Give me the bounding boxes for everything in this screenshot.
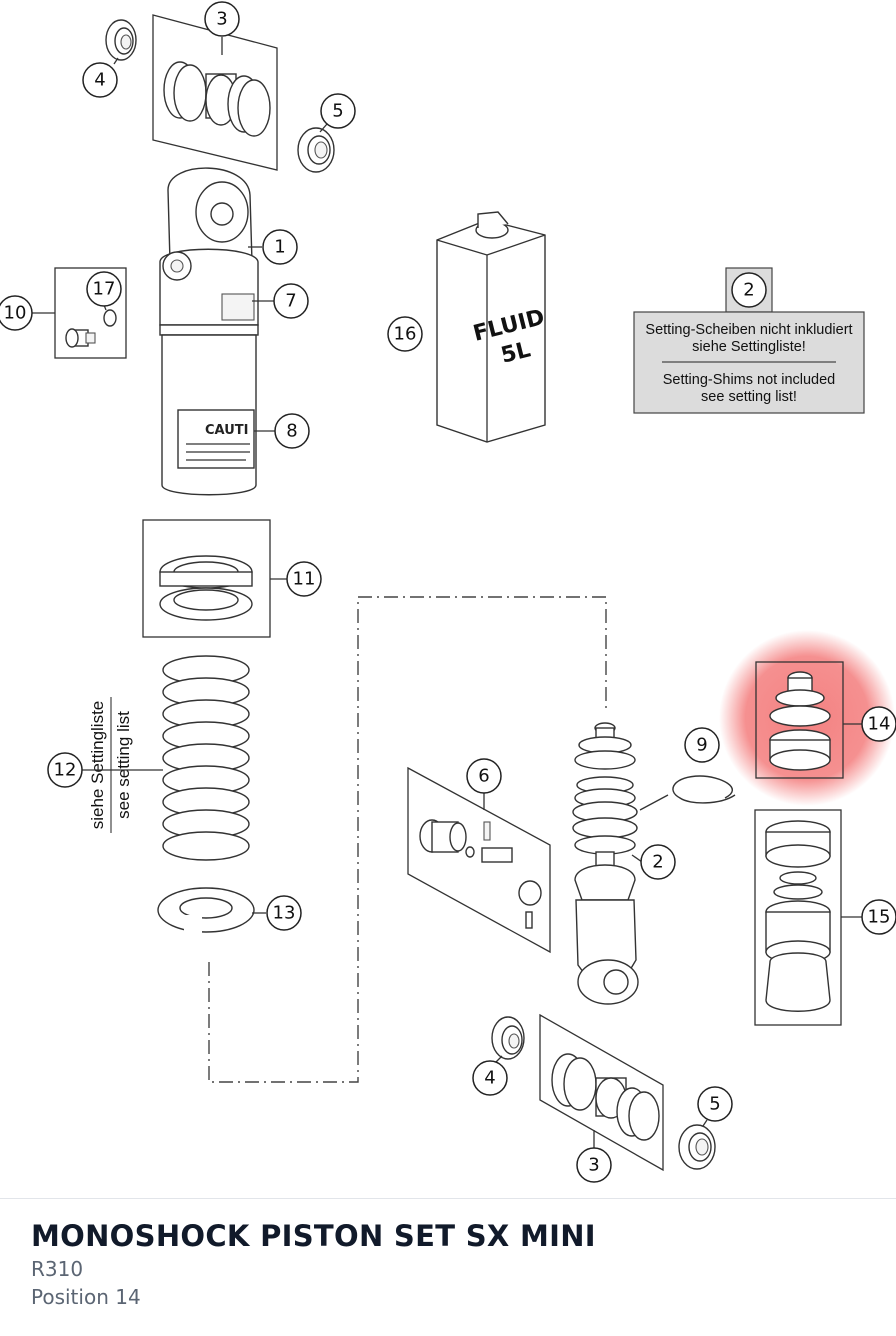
note-line1-de: Setting-Scheiben nicht inkludiert — [645, 322, 852, 338]
callout-6: 6 — [466, 758, 502, 794]
part-12-spring[interactable] — [162, 655, 250, 861]
note-line2-en: see setting list! — [701, 389, 797, 405]
svg-text:1: 1 — [274, 237, 285, 258]
svg-text:12: 12 — [54, 760, 77, 781]
spring-note-en: see setting list — [114, 711, 133, 819]
callout-2-note: 2 — [731, 272, 767, 308]
callout-9: 9 — [684, 727, 720, 763]
part-16-fluid-can[interactable]: FLUID 5L — [436, 211, 554, 443]
note-line2-de: siehe Settingliste! — [692, 339, 806, 355]
svg-text:5: 5 — [332, 101, 343, 122]
svg-text:17: 17 — [93, 279, 116, 300]
svg-text:3: 3 — [588, 1155, 599, 1176]
callout-2: 2 — [640, 844, 676, 880]
svg-text:13: 13 — [273, 903, 296, 924]
svg-text:4: 4 — [94, 70, 105, 91]
svg-text:9: 9 — [696, 735, 707, 756]
callout-16: 16 — [387, 316, 423, 352]
callout-4-bottom: 4 — [472, 1060, 508, 1096]
part-4-top[interactable] — [105, 19, 137, 61]
note-line1-en: Setting-Shims not included — [663, 372, 836, 388]
callout-12: 12 — [47, 752, 83, 788]
part-3-seal-kit-top[interactable] — [152, 14, 278, 171]
product-code: R310 — [31, 1257, 84, 1281]
leader-lines — [32, 37, 862, 1148]
callout-13: 13 — [266, 895, 302, 931]
assembly-line — [208, 596, 607, 1083]
part-5-top[interactable] — [297, 127, 335, 173]
spring-setting-note: siehe Settingliste see setting list — [88, 697, 133, 833]
part-11-adjusting-nut[interactable] — [142, 519, 271, 638]
svg-text:5: 5 — [709, 1094, 720, 1115]
part-14-piston-set[interactable] — [755, 661, 844, 779]
callout-7: 7 — [273, 283, 309, 319]
callout-1: 1 — [262, 229, 298, 265]
callout-8: 8 — [274, 413, 310, 449]
svg-text:10: 10 — [4, 303, 27, 324]
part-6-valve-set[interactable] — [407, 766, 551, 954]
part-1-shock-body[interactable]: CAUTI — [159, 167, 259, 496]
svg-text:2: 2 — [743, 280, 754, 301]
callout-14: 14 — [861, 706, 896, 742]
part-17-o-ring[interactable] — [103, 309, 117, 327]
part-2-damper-rod-assembly[interactable] — [572, 722, 639, 1005]
svg-text:15: 15 — [868, 907, 891, 928]
svg-text:4: 4 — [484, 1068, 495, 1089]
svg-text:8: 8 — [286, 421, 297, 442]
svg-text:14: 14 — [868, 714, 891, 735]
product-position: Position 14 — [31, 1285, 141, 1309]
callout-17: 17 — [86, 271, 122, 307]
svg-text:11: 11 — [293, 569, 316, 590]
exploded-parts-diagram: CAUTI FLUID 5L Setting-Scheiben nicht in… — [0, 1, 896, 1183]
product-info-footer: MONOSHOCK PISTON SET SX MINI R310 Positi… — [0, 1198, 896, 1336]
part-9-circlip[interactable] — [672, 775, 736, 804]
callout-15: 15 — [861, 899, 896, 935]
part-15-piston-assembly[interactable] — [754, 809, 842, 1026]
part-4-bottom[interactable] — [491, 1016, 525, 1060]
spring-note-de: siehe Settingliste — [88, 701, 107, 830]
product-title: MONOSHOCK PISTON SET SX MINI — [31, 1219, 596, 1253]
callout-3-bottom: 3 — [576, 1147, 612, 1183]
callout-3-top: 3 — [204, 1, 240, 37]
svg-text:6: 6 — [478, 766, 489, 787]
callout-5-top: 5 — [320, 93, 356, 129]
part-3-seal-kit-bottom[interactable] — [539, 1013, 664, 1172]
caution-label: CAUTI — [205, 423, 248, 438]
svg-text:7: 7 — [285, 291, 296, 312]
part-5-bottom[interactable] — [678, 1124, 716, 1170]
svg-text:16: 16 — [394, 324, 417, 345]
svg-text:3: 3 — [216, 9, 227, 30]
part-13-spring-retainer[interactable] — [157, 887, 255, 935]
svg-text:2: 2 — [652, 852, 663, 873]
callout-10: 10 — [0, 295, 33, 331]
callout-11: 11 — [286, 561, 322, 597]
callout-4-top: 4 — [82, 62, 118, 98]
callout-5-bottom: 5 — [697, 1086, 733, 1122]
